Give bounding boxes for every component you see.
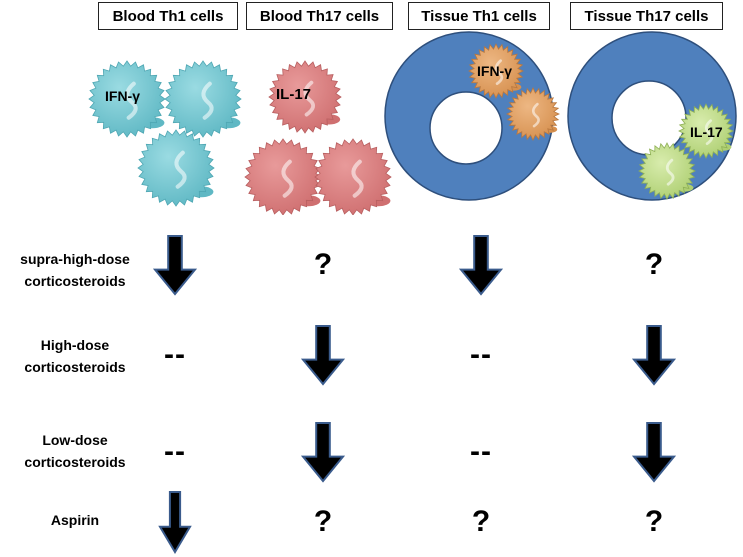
down-arrow-icon bbox=[594, 320, 714, 390]
tissue-th17-cell bbox=[638, 142, 696, 200]
no-effect-mark: -- bbox=[115, 417, 235, 487]
down-arrow-icon bbox=[421, 230, 541, 300]
cytokine-label-blood-th17: IL-17 bbox=[276, 86, 312, 103]
row-label-line1: supra-high-dose bbox=[20, 251, 130, 267]
no-effect-dash: -- bbox=[470, 435, 492, 468]
row-label-line1: Aspirin bbox=[50, 512, 100, 528]
no-effect-dash: -- bbox=[470, 338, 492, 371]
down-arrow-icon bbox=[263, 320, 383, 390]
down-arrow-icon bbox=[594, 417, 714, 487]
blood-th17-cell bbox=[314, 138, 392, 215]
row-label-line1: High-dose bbox=[40, 337, 110, 353]
header-blood-th1: Blood Th1 cells bbox=[98, 2, 238, 30]
row-label-line1: Low-dose bbox=[42, 432, 108, 448]
question-mark: ? bbox=[313, 248, 333, 281]
question-mark: ? bbox=[313, 505, 333, 538]
no-effect-mark: -- bbox=[421, 320, 541, 390]
header-tissue-th17: Tissue Th17 cells bbox=[570, 2, 723, 30]
no-effect-mark: -- bbox=[115, 320, 235, 390]
blood-th17-cell bbox=[244, 138, 322, 215]
tissue-th17-cell bbox=[678, 103, 734, 159]
row-label-aspirin: Aspirin bbox=[0, 509, 150, 531]
blood-th1-cell bbox=[88, 60, 166, 138]
row-label-line2: corticosteroids bbox=[24, 273, 126, 289]
down-arrow-icon bbox=[263, 417, 383, 487]
down-arrow-icon bbox=[115, 230, 235, 300]
blood-th1-cell bbox=[137, 129, 215, 207]
cytokine-label-blood-th1: IFN-γ bbox=[105, 88, 140, 104]
header-tissue-th1: Tissue Th1 cells bbox=[408, 2, 550, 30]
unknown-effect-mark: ? bbox=[594, 487, 714, 557]
no-effect-dash: -- bbox=[164, 338, 186, 371]
row-label-supra-high-dose: supra-high-dose corticosteroids bbox=[0, 248, 150, 292]
tissue-th1-cell bbox=[468, 43, 524, 99]
question-mark: ? bbox=[644, 248, 664, 281]
header-blood-th17: Blood Th17 cells bbox=[246, 2, 393, 30]
question-mark: ? bbox=[644, 505, 664, 538]
blood-th17-cell bbox=[268, 60, 342, 134]
unknown-effect-mark: ? bbox=[263, 487, 383, 557]
blood-th1-cell bbox=[164, 60, 242, 138]
down-arrow-icon bbox=[115, 487, 235, 557]
no-effect-dash: -- bbox=[164, 435, 186, 468]
unknown-effect-mark: ? bbox=[594, 230, 714, 300]
tissue-th17-ring bbox=[567, 31, 737, 201]
unknown-effect-mark: ? bbox=[421, 487, 541, 557]
row-label-high-dose: High-dose corticosteroids bbox=[0, 334, 150, 378]
cytokine-label-tissue-th1: IFN-γ bbox=[477, 63, 512, 79]
cytokine-label-tissue-th17: IL-17 bbox=[690, 124, 723, 140]
cell-illustrations bbox=[88, 31, 737, 215]
unknown-effect-mark: ? bbox=[263, 230, 383, 300]
row-label-low-dose: Low-dose corticosteroids bbox=[0, 429, 150, 473]
no-effect-mark: -- bbox=[421, 417, 541, 487]
row-label-line2: corticosteroids bbox=[24, 454, 126, 470]
tissue-th1-cell bbox=[506, 87, 560, 141]
row-label-line2: corticosteroids bbox=[24, 359, 126, 375]
question-mark: ? bbox=[471, 505, 491, 538]
